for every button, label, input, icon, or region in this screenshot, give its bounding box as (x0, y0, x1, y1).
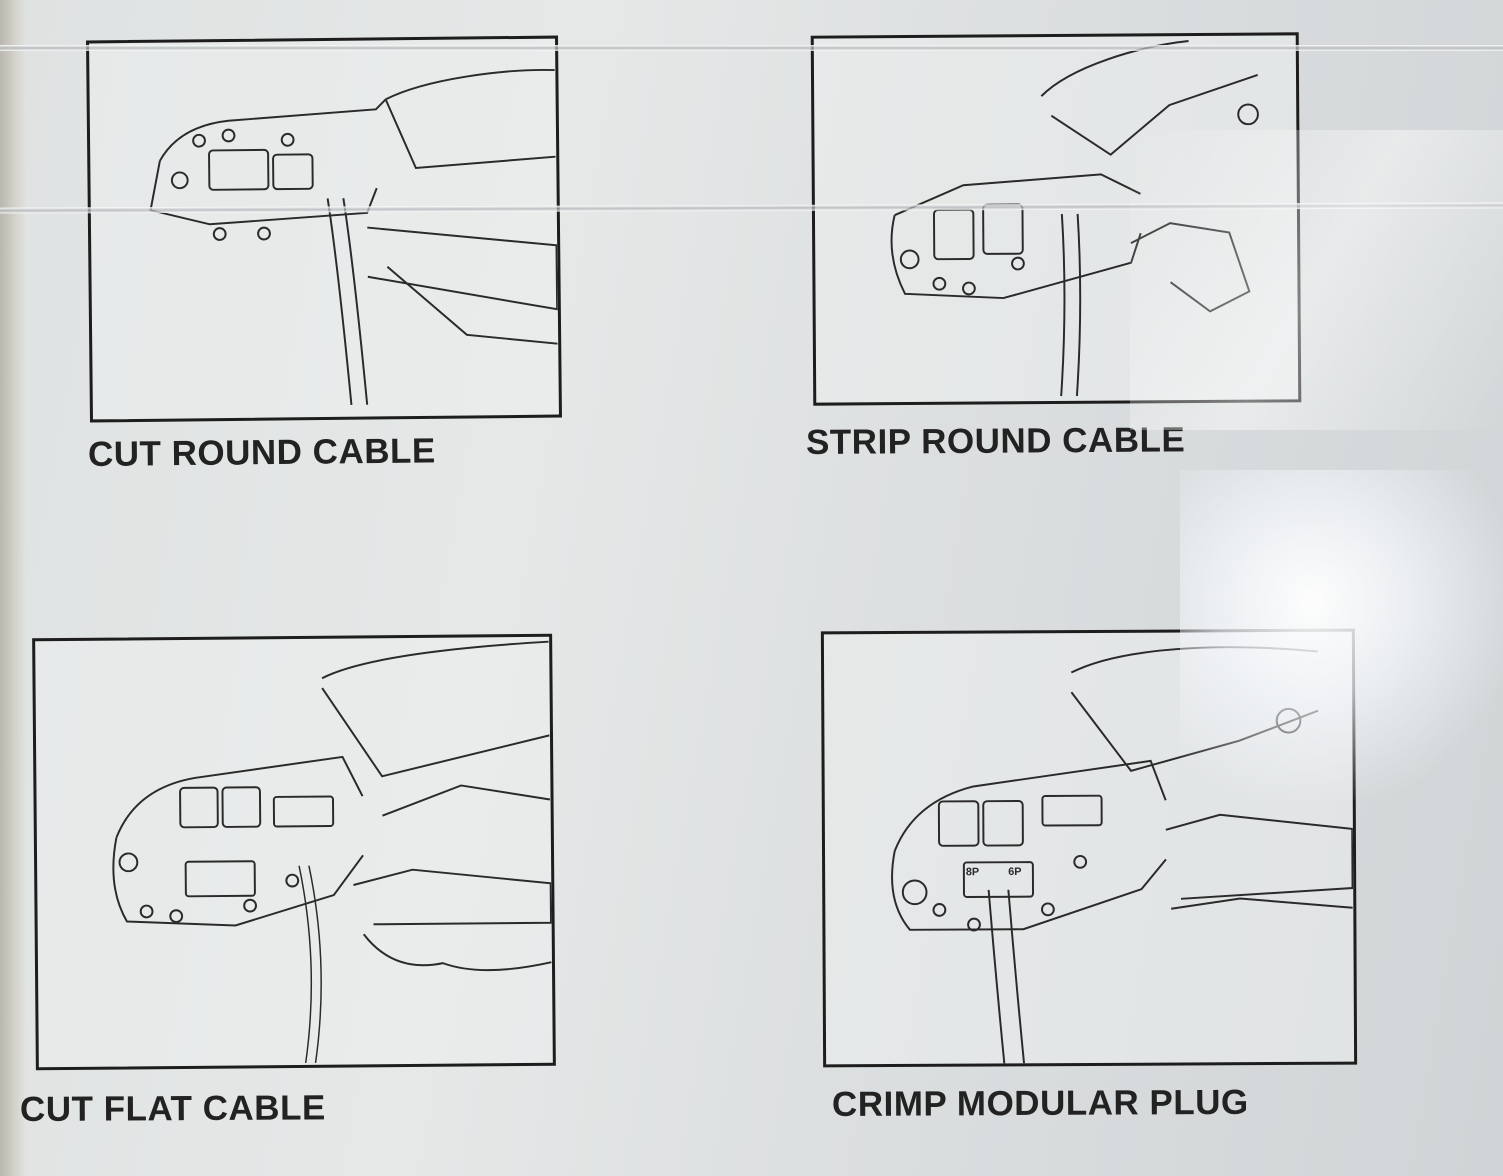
caption-cut-flat-cable: CUT FLAT CABLE (19, 1088, 326, 1129)
crimper-illustration (890, 40, 1259, 397)
plug-label-6p: 6P (1008, 866, 1021, 878)
caption-strip-round-cable: STRIP ROUND CABLE (805, 420, 1186, 462)
panel-cut-flat-cable (32, 633, 556, 1071)
sheet-edge (0, 0, 26, 1176)
crimper-illustration (112, 640, 553, 1064)
caption-cut-round-cable: CUT ROUND CABLE (87, 431, 436, 474)
crimper-illustration (149, 68, 559, 406)
caption-crimp-modular-plug: CRIMP MODULAR PLUG (831, 1082, 1249, 1124)
panel-cut-round-cable (86, 35, 562, 423)
plug-label-8p: 8P (966, 866, 979, 878)
crimper-illustration: 8P 6P (891, 646, 1354, 1064)
panel-crimp-modular-plug: 8P 6P (820, 628, 1358, 1068)
panel-strip-round-cable (810, 32, 1302, 406)
